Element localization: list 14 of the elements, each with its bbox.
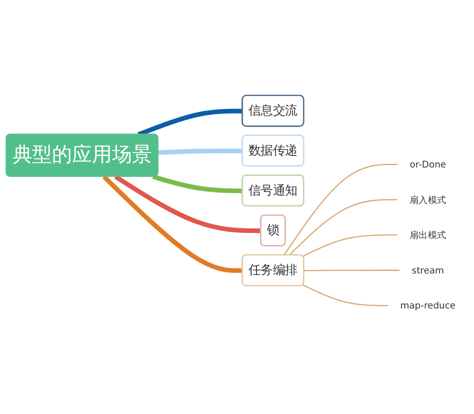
node-text: stream bbox=[412, 264, 444, 276]
connector bbox=[304, 270, 400, 272]
connector bbox=[102, 175, 243, 273]
node-text: or-Done bbox=[410, 159, 446, 170]
node-text: 扇入模式 bbox=[410, 194, 446, 206]
connector bbox=[302, 234, 398, 257]
connector bbox=[288, 199, 398, 256]
connector bbox=[152, 174, 243, 194]
connector bbox=[283, 164, 398, 256]
connector bbox=[302, 284, 388, 306]
connector bbox=[158, 148, 243, 155]
connector bbox=[114, 174, 262, 234]
node-text: 扇出模式 bbox=[410, 230, 446, 240]
node-text: map-reduce bbox=[400, 300, 456, 311]
